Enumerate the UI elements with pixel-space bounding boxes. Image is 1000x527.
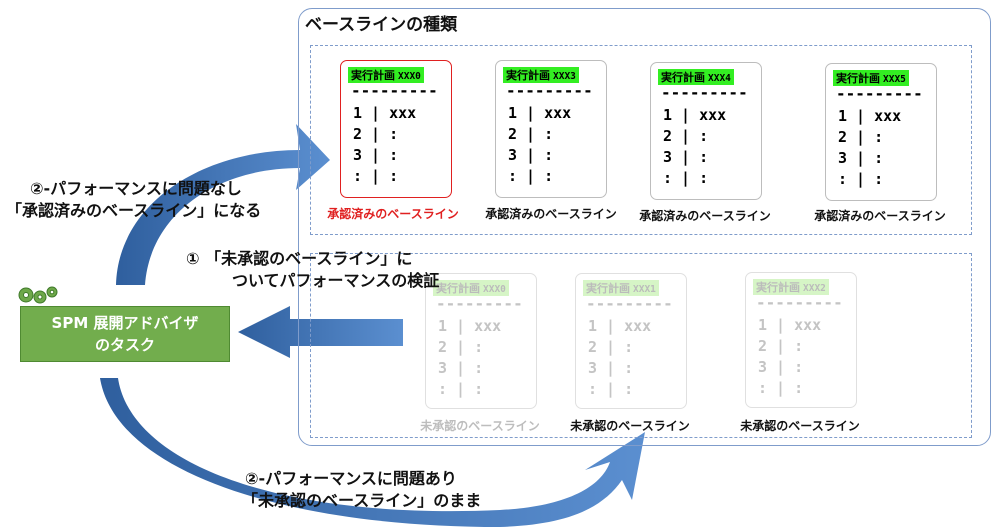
card-rows: 1 | xxx 2 | : 3 | : : | : bbox=[838, 107, 902, 188]
card-divider: --------- bbox=[586, 294, 673, 313]
card-rows: 1 | xxx 2 | : 3 | : : | : bbox=[508, 104, 572, 185]
task-line1: SPM 展開アドバイザ bbox=[51, 314, 199, 332]
no-issue-label-line2: 「承認済みのベースライン」になる bbox=[6, 201, 262, 220]
card-rows: 1 | xxx 2 | : 3 | : : | : bbox=[663, 106, 727, 187]
unapproved-baselines-group bbox=[310, 253, 972, 438]
baseline-caption: 承認済みのベースライン bbox=[327, 207, 459, 221]
card-rows: 1 | xxx 2 | : 3 | : : | : bbox=[588, 317, 652, 398]
card-divider: --------- bbox=[351, 81, 438, 100]
verify-arrow bbox=[238, 306, 403, 358]
page-title: ベースラインの種類 bbox=[305, 15, 458, 35]
card-rows: 1 | xxx 2 | : 3 | : : | : bbox=[438, 317, 502, 398]
baseline-caption: 承認済みのベースライン bbox=[814, 209, 946, 223]
issue-label-line2: 「未承認のベースライン」のまま bbox=[242, 491, 482, 510]
spm-task-box[interactable]: SPM 展開アドバイザ のタスク bbox=[20, 306, 230, 362]
card-divider: --------- bbox=[436, 294, 523, 313]
no-issue-label-line1: ②-パフォーマンスに問題なし bbox=[30, 179, 242, 198]
approved-baselines-group bbox=[310, 45, 972, 235]
card-divider: --------- bbox=[836, 84, 923, 103]
baseline-caption: 未承認のベースライン bbox=[570, 419, 690, 433]
approve-arrow bbox=[116, 124, 330, 285]
card-divider: --------- bbox=[756, 293, 843, 312]
verify-label-line2: ついてパフォーマンスの検証 bbox=[232, 271, 440, 290]
reject-arrow bbox=[100, 378, 645, 527]
gear-icon bbox=[18, 286, 58, 304]
baseline-caption: 承認済みのベースライン bbox=[639, 209, 771, 223]
baseline-caption: 未承認のベースライン bbox=[420, 419, 540, 433]
baseline-types-frame bbox=[298, 8, 991, 446]
baseline-caption: 承認済みのベースライン bbox=[485, 207, 617, 221]
card-divider: --------- bbox=[661, 83, 748, 102]
task-line2: のタスク bbox=[94, 336, 155, 354]
card-divider: --------- bbox=[506, 81, 593, 100]
baseline-caption: 未承認のベースライン bbox=[740, 419, 860, 433]
verify-label-line1: ① 「未承認のベースライン」に bbox=[186, 249, 413, 268]
card-rows: 1 | xxx 2 | : 3 | : : | : bbox=[353, 104, 417, 185]
card-rows: 1 | xxx 2 | : 3 | : : | : bbox=[758, 316, 822, 397]
issue-label-line1: ②-パフォーマンスに問題あり bbox=[245, 469, 457, 488]
